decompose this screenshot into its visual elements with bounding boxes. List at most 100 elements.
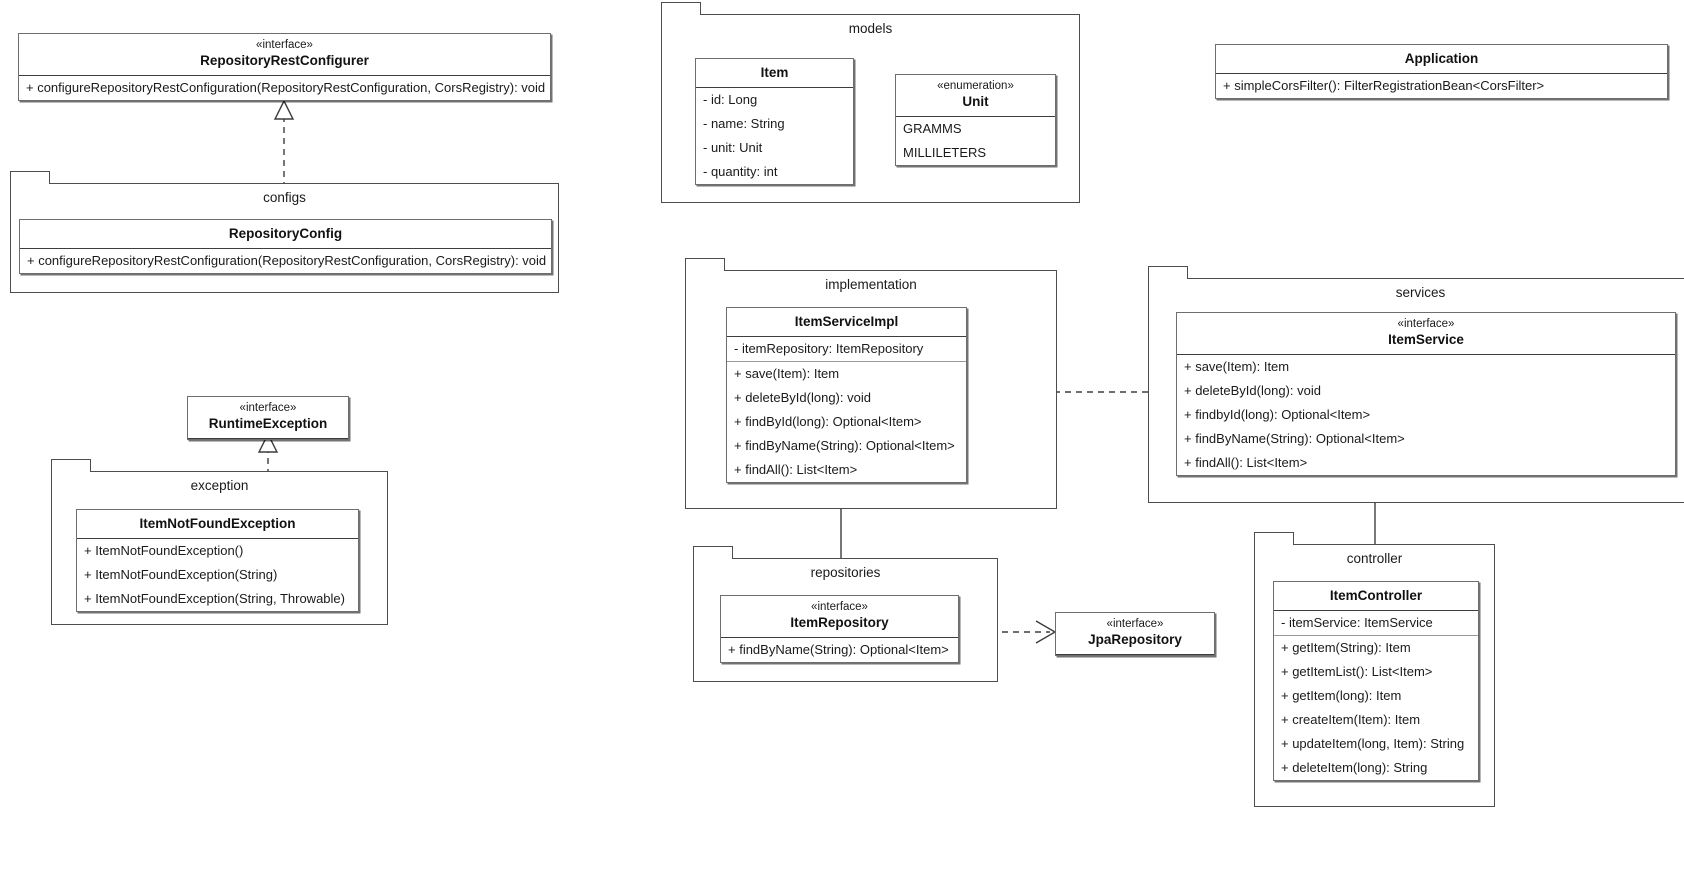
class-header: «enumeration» Unit bbox=[896, 75, 1055, 117]
class-name: ItemController bbox=[1329, 588, 1423, 603]
method-row: + findbyId(long): Optional<Item> bbox=[1184, 407, 1371, 422]
class-repository-rest-configurer[interactable]: «interface» RepositoryRestConfigurer + c… bbox=[18, 33, 551, 101]
class-header: Item bbox=[696, 59, 853, 88]
class-item-service-impl[interactable]: ItemServiceImpl - itemRepository: ItemRe… bbox=[726, 307, 967, 483]
method-section: + save(Item): Item + deleteById(long): v… bbox=[727, 361, 966, 482]
stereotype-label: «interface» bbox=[256, 39, 313, 51]
method-row: + findByName(String): Optional<Item> bbox=[734, 438, 955, 453]
class-header: ItemServiceImpl bbox=[727, 308, 966, 337]
class-header: «interface» ItemRepository bbox=[721, 596, 958, 638]
package-tab bbox=[1148, 266, 1188, 279]
class-name: ItemRepository bbox=[790, 615, 889, 630]
package-exception: exception ItemNotFoundException + ItemNo… bbox=[51, 459, 388, 625]
class-header: «interface» RuntimeException bbox=[188, 397, 348, 439]
enum-literal-row: GRAMMS bbox=[903, 121, 962, 136]
class-header: Application bbox=[1216, 45, 1667, 74]
method-row: + configureRepositoryRestConfiguration(R… bbox=[26, 80, 546, 95]
method-row: + findByName(String): Optional<Item> bbox=[728, 642, 949, 657]
class-item-controller[interactable]: ItemController - itemService: ItemServic… bbox=[1273, 581, 1479, 781]
enum-literal-row: MILLILETERS bbox=[903, 145, 987, 160]
class-item-service[interactable]: «interface» ItemService + save(Item): It… bbox=[1176, 312, 1676, 476]
class-header: «interface» ItemService bbox=[1177, 313, 1675, 355]
method-row: + deleteItem(long): String bbox=[1281, 760, 1428, 775]
class-name: JpaRepository bbox=[1088, 632, 1182, 647]
attribute-section: - id: Long - name: String - unit: Unit -… bbox=[696, 88, 853, 184]
method-row: + getItemList(): List<Item> bbox=[1281, 664, 1433, 679]
enumeration-unit[interactable]: «enumeration» Unit GRAMMS MILLILETERS bbox=[895, 74, 1056, 166]
package-repositories: repositories «interface» ItemRepository … bbox=[693, 546, 998, 682]
class-header: ItemController bbox=[1274, 582, 1478, 611]
package-implementation: implementation ItemServiceImpl - itemRep… bbox=[685, 258, 1057, 509]
class-header: «interface» RepositoryRestConfigurer bbox=[19, 34, 550, 76]
class-name: RepositoryConfig bbox=[228, 226, 343, 241]
package-tab bbox=[693, 546, 733, 559]
class-name: ItemNotFoundException bbox=[139, 516, 296, 531]
class-name: RepositoryRestConfigurer bbox=[200, 53, 369, 68]
class-header: «interface» JpaRepository bbox=[1056, 613, 1214, 655]
method-row: + ItemNotFoundException(String, Throwabl… bbox=[84, 591, 345, 606]
method-section: + configureRepositoryRestConfiguration(R… bbox=[19, 76, 550, 100]
stereotype-label: «enumeration» bbox=[937, 80, 1014, 92]
package-title: exception bbox=[190, 478, 249, 493]
package-tab bbox=[685, 258, 725, 271]
package-title: implementation bbox=[825, 277, 917, 292]
method-row: + getItem(long): Item bbox=[1281, 688, 1402, 703]
package-title: controller bbox=[1346, 551, 1403, 566]
package-tab bbox=[661, 2, 701, 15]
class-item-repository[interactable]: «interface» ItemRepository + findByName(… bbox=[720, 595, 959, 663]
literal-section: GRAMMS MILLILETERS bbox=[896, 117, 1055, 165]
attribute-row: - unit: Unit bbox=[703, 140, 763, 155]
package-tab bbox=[10, 171, 50, 184]
method-section: + getItem(String): Item + getItemList():… bbox=[1274, 635, 1478, 780]
method-section: + findByName(String): Optional<Item> bbox=[721, 638, 958, 662]
class-name: Item bbox=[760, 65, 789, 80]
class-repository-config[interactable]: RepositoryConfig + configureRepositoryRe… bbox=[19, 219, 552, 274]
method-row: + ItemNotFoundException() bbox=[84, 543, 244, 558]
stereotype-label: «interface» bbox=[239, 402, 297, 414]
package-tab bbox=[1254, 532, 1294, 545]
class-header: RepositoryConfig bbox=[20, 220, 551, 249]
class-jpa-repository[interactable]: «interface» JpaRepository bbox=[1055, 612, 1215, 656]
package-title: models bbox=[848, 21, 893, 36]
method-section: + simpleCorsFilter(): FilterRegistration… bbox=[1216, 74, 1667, 98]
class-name: RuntimeException bbox=[208, 416, 328, 431]
class-name: ItemServiceImpl bbox=[794, 314, 899, 329]
method-section: + ItemNotFoundException() + ItemNotFound… bbox=[77, 539, 358, 611]
stereotype-label: «interface» bbox=[1397, 318, 1455, 330]
class-item[interactable]: Item - id: Long - name: String - unit: U… bbox=[695, 58, 854, 185]
method-row: + findAll(): List<Item> bbox=[734, 462, 858, 477]
method-row: + simpleCorsFilter(): FilterRegistration… bbox=[1223, 78, 1545, 93]
class-name: Application bbox=[1404, 51, 1479, 66]
class-name: Unit bbox=[962, 94, 989, 109]
method-row: + findByName(String): Optional<Item> bbox=[1184, 431, 1405, 446]
method-row: + updateItem(long, Item): String bbox=[1281, 736, 1465, 751]
method-row: + findById(long): Optional<Item> bbox=[734, 414, 922, 429]
method-section: + configureRepositoryRestConfiguration(R… bbox=[20, 249, 551, 273]
class-header: ItemNotFoundException bbox=[77, 510, 358, 539]
package-title: services bbox=[1395, 285, 1446, 300]
package-models: models Item - id: Long - name: String - … bbox=[661, 2, 1080, 203]
method-row: + save(Item): Item bbox=[734, 366, 840, 381]
method-row: + getItem(String): Item bbox=[1281, 640, 1411, 655]
method-row: + ItemNotFoundException(String) bbox=[84, 567, 278, 582]
method-row: + deleteById(long): void bbox=[1184, 383, 1321, 398]
attribute-row: - itemRepository: ItemRepository bbox=[734, 341, 924, 356]
stereotype-label: «interface» bbox=[811, 601, 868, 613]
package-services: services «interface» ItemService + save(… bbox=[1148, 266, 1684, 503]
method-row: + save(Item): Item bbox=[1184, 359, 1290, 374]
package-title: repositories bbox=[810, 565, 881, 580]
package-title: configs bbox=[263, 190, 306, 205]
attribute-section: - itemRepository: ItemRepository bbox=[727, 337, 966, 361]
method-row: + createItem(Item): Item bbox=[1281, 712, 1421, 727]
class-application[interactable]: Application + simpleCorsFilter(): Filter… bbox=[1215, 44, 1668, 99]
attribute-section: - itemService: ItemService bbox=[1274, 611, 1478, 635]
method-row: + deleteById(long): void bbox=[734, 390, 871, 405]
attribute-row: - name: String bbox=[703, 116, 785, 131]
package-tab bbox=[51, 459, 91, 472]
class-item-not-found-exception[interactable]: ItemNotFoundException + ItemNotFoundExce… bbox=[76, 509, 359, 612]
attribute-row: - quantity: int bbox=[703, 164, 778, 179]
class-name: ItemService bbox=[1388, 332, 1464, 347]
method-row: + configureRepositoryRestConfiguration(R… bbox=[27, 253, 547, 268]
class-runtime-exception[interactable]: «interface» RuntimeException bbox=[187, 396, 349, 440]
